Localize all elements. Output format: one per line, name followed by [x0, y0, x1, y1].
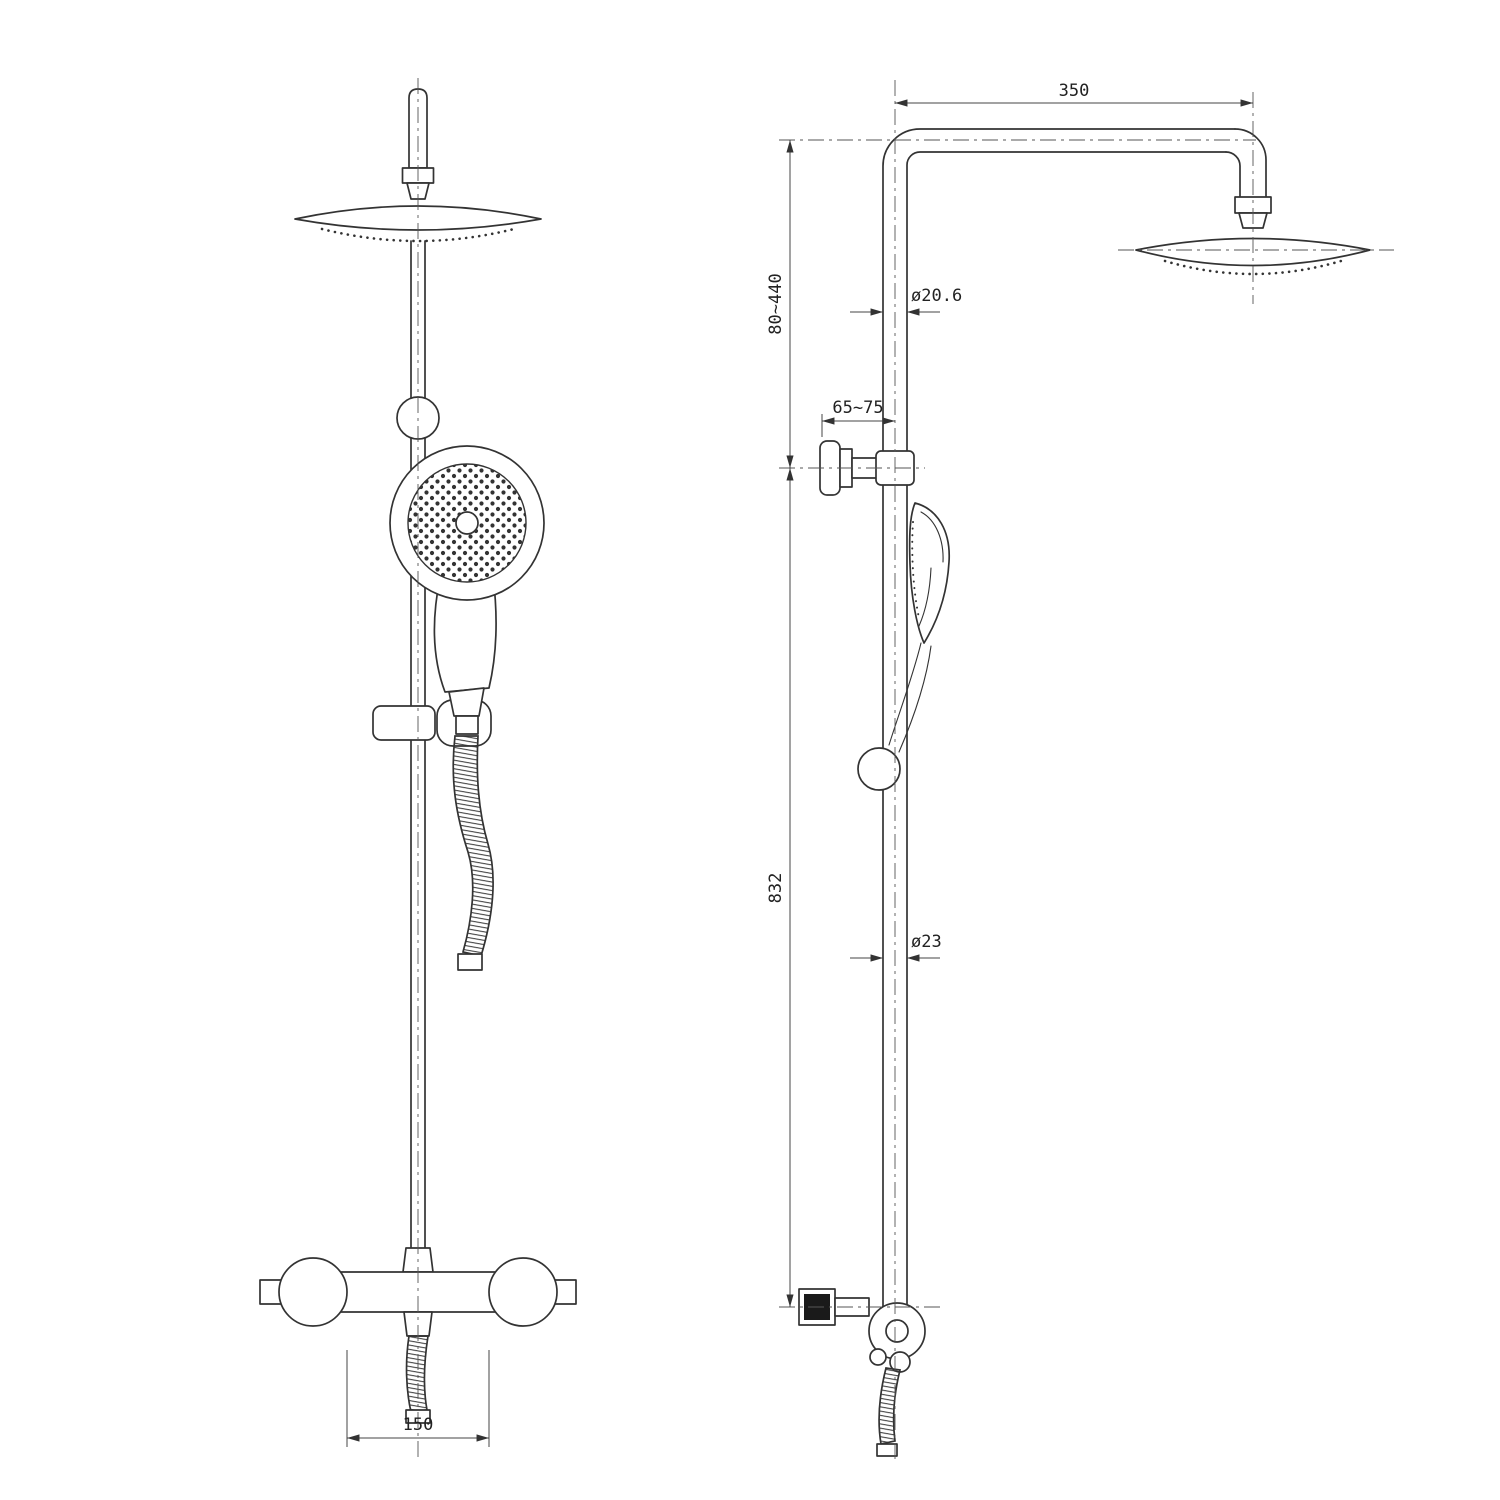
hose-connector [455, 715, 479, 735]
hand-shower-side [857, 502, 950, 791]
hose-side-right [898, 645, 932, 753]
dim-80-440-label: 80~440 [766, 273, 786, 334]
dim-65-75-label: 65~75 [832, 398, 883, 418]
dim-350-label: 350 [1059, 81, 1090, 101]
side-view: 350 80~440 832 ø20.6 65~75 ø23 [766, 80, 1394, 1462]
valve-outlet-hose [405, 1335, 429, 1413]
front-view: 150 [259, 78, 577, 1462]
hose-nut [448, 687, 485, 717]
shower-hose-front [452, 735, 494, 958]
dim-valve-spacing: 150 [346, 1350, 490, 1447]
hose-side-left [888, 642, 922, 746]
hand-shower-handle [433, 575, 497, 693]
dim-lower-pipe-dia: ø23 [850, 932, 942, 962]
valve-hose-side [878, 1367, 902, 1446]
mixer-valve-front [259, 1247, 577, 1424]
dim-riser-height: 832 [766, 468, 794, 1307]
dim-23-label: ø23 [911, 932, 942, 952]
valve-small-port [869, 1348, 887, 1366]
dim-arm-length: 350 [895, 81, 1253, 107]
hose-end-fitting [457, 953, 483, 971]
dim-832-label: 832 [766, 873, 786, 904]
dim-150-label: 150 [403, 1415, 434, 1435]
valve-right-handle [488, 1257, 558, 1327]
head-taper [406, 182, 430, 200]
valve-left-handle [278, 1257, 348, 1327]
hose-retainer-knob [857, 747, 901, 791]
riser-and-arm-side [882, 128, 1267, 1311]
dim-20-6-label: ø20.6 [911, 286, 962, 306]
dim-wall-offset: 65~75 [821, 398, 895, 437]
rain-head-nozzles [320, 227, 516, 243]
hand-shower-front [389, 445, 545, 971]
dim-upper-pipe-dia: ø20.6 [850, 286, 962, 316]
arm-fill [883, 129, 1266, 200]
valve-outlet-nut [403, 1311, 433, 1337]
side-centerlines [779, 80, 1394, 1462]
hand-shower-hub [455, 511, 479, 535]
valve-hose-end-side [876, 1443, 898, 1457]
valve-axis [885, 1319, 909, 1343]
dim-head-drop: 80~440 [766, 140, 794, 468]
mixer-valve-side [798, 1288, 926, 1457]
